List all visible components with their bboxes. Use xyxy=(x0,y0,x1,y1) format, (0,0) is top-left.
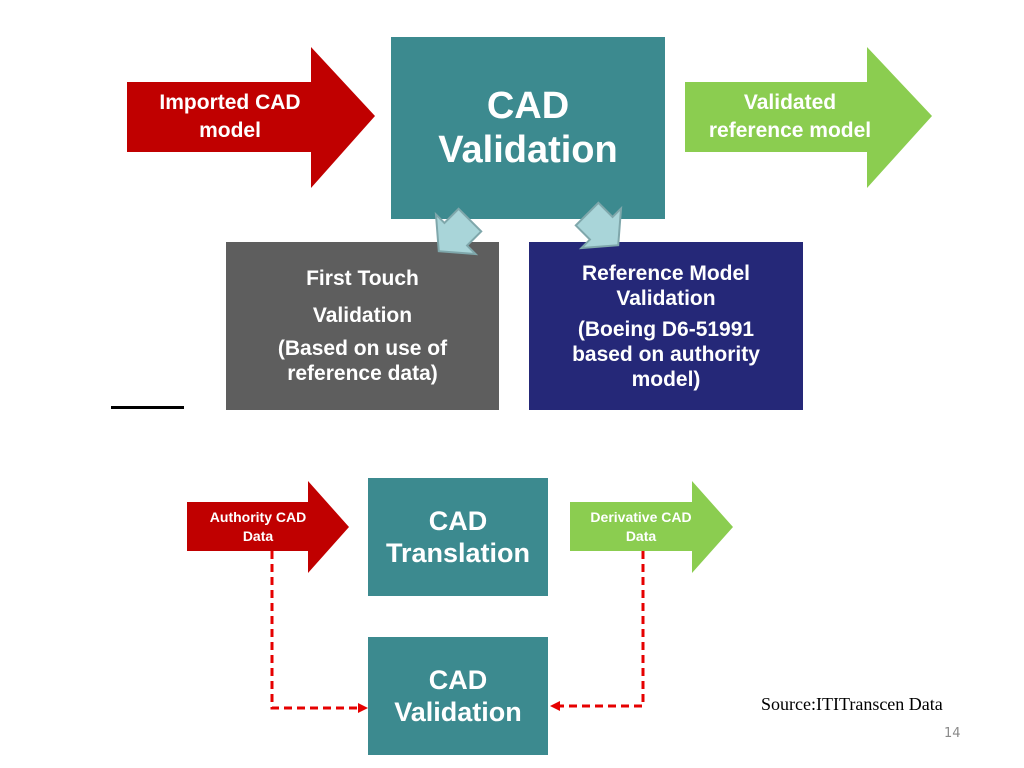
bottom-cad-validation-box: CAD Validation xyxy=(368,637,548,755)
validated-reference-line1: Validated xyxy=(743,91,837,114)
derivative-cad-arrow-label: Derivative CAD Data xyxy=(570,502,712,551)
reference-model-line5: model) xyxy=(631,367,701,391)
validated-reference-line2: reference model xyxy=(708,119,872,142)
reference-model-validation-box: Reference Model Validation (Boeing D6-51… xyxy=(529,242,803,410)
imported-cad-line2: model xyxy=(199,119,261,142)
dashed-connector-right xyxy=(560,551,645,708)
first-touch-line4: reference data) xyxy=(287,362,438,385)
first-touch-line1: First Touch xyxy=(306,267,419,290)
imported-cad-line1: Imported CAD xyxy=(159,91,301,114)
cad-translation-line2: Translation xyxy=(385,538,531,568)
derivative-cad-arrow-shape xyxy=(570,481,733,573)
bottom-cad-validation-line1: CAD xyxy=(428,665,488,695)
reference-model-line2: Validation xyxy=(616,286,716,310)
underline-mark xyxy=(111,406,184,409)
derivative-cad-line2: Data xyxy=(625,527,657,544)
dashed-arrowhead-left xyxy=(358,703,368,713)
imported-cad-arrow-shape xyxy=(127,47,375,188)
authority-cad-line1: Authority CAD xyxy=(209,508,307,525)
reference-model-line1: Reference Model xyxy=(581,261,751,285)
first-touch-validation-box: First Touch Validation (Based on use of … xyxy=(226,242,499,410)
connector-arrow-right-icon xyxy=(574,201,623,250)
validated-reference-arrow-shape xyxy=(685,47,932,188)
authority-cad-arrow-shape xyxy=(187,481,349,573)
dashed-arrowhead-right xyxy=(550,701,560,711)
first-touch-line2: Validation xyxy=(312,304,413,327)
page-number: 14 xyxy=(944,726,961,741)
connector-arrow-left-icon xyxy=(434,207,483,256)
cad-validation-line2: Validation xyxy=(438,129,618,171)
source-caption: Source:ITITranscen Data xyxy=(761,694,943,714)
authority-cad-arrow-label: Authority CAD Data xyxy=(187,502,329,551)
authority-cad-line2: Data xyxy=(242,527,274,544)
reference-model-line3: (Boeing D6-51991 xyxy=(577,317,755,341)
derivative-cad-line1: Derivative CAD xyxy=(590,508,692,525)
validated-reference-arrow-label: Validated reference model xyxy=(685,82,895,152)
reference-model-line4: based on authority xyxy=(572,342,760,366)
cad-validation-line1: CAD xyxy=(486,85,570,127)
bottom-cad-validation-line2: Validation xyxy=(394,697,522,727)
cad-validation-box: CAD Validation xyxy=(391,37,665,219)
cad-translation-box: CAD Translation xyxy=(368,478,548,596)
first-touch-line3: (Based on use of xyxy=(277,337,448,360)
dashed-connector-left xyxy=(270,551,358,710)
imported-cad-arrow-label: Imported CAD model xyxy=(127,82,333,152)
cad-translation-line1: CAD xyxy=(428,506,488,536)
